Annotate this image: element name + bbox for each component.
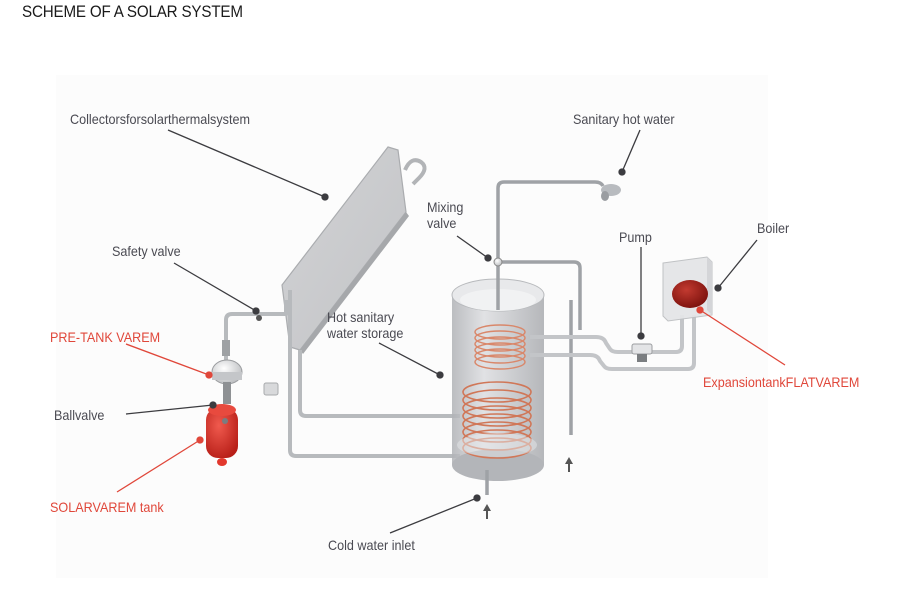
upper-copper-coil (474, 324, 526, 370)
label-mixing-valve-line2: valve (427, 215, 457, 231)
solarvarem-tank (206, 404, 238, 466)
pump (631, 343, 653, 362)
label-pump: Pump (619, 229, 652, 245)
collector-edge (300, 212, 409, 354)
hot-water-pipes (485, 180, 605, 495)
ball-valve-pipe (223, 382, 231, 404)
collector-loop-pipe (403, 158, 427, 186)
solar-collector (281, 146, 427, 354)
label-ballvalve: Ballvalve (54, 407, 105, 423)
label-cold-water-inlet: Cold water inlet (328, 537, 415, 553)
label-solarvarem-tank: SOLARVAREM tank (50, 499, 164, 515)
label-safety-valve: Safety valve (112, 243, 181, 259)
leader-lines-red (116, 306, 786, 493)
boiler (662, 256, 713, 322)
label-collectors: Collectorsforsolarthermalsystem (70, 111, 250, 127)
flow-arrow-up-icon (565, 457, 573, 472)
boiler-pipes (530, 315, 696, 371)
leader-lines-dark (125, 129, 758, 534)
hot-water-storage (451, 278, 545, 481)
collector-sensor-fitting (263, 382, 279, 396)
shower-head (601, 184, 621, 201)
label-pre-tank: PRE-TANK VAREM (50, 329, 161, 345)
expansion-tank (672, 280, 708, 308)
label-sanitary-hot-water: Sanitary hot water (573, 111, 675, 127)
safety-valve (256, 315, 262, 321)
page-title: SCHEME OF A SOLAR SYSTEM (22, 3, 243, 21)
flow-arrow-up-icon (483, 504, 491, 519)
label-mixing-valve-line1: Mixing (427, 199, 464, 215)
collector-pipes (224, 290, 460, 458)
label-expansion-tank: ExpansiontankFLATVAREM (703, 374, 860, 390)
label-hot-storage-line2: water storage (327, 325, 404, 341)
pre-tank (211, 340, 243, 385)
label-hot-storage-line1: Hot sanitary (327, 309, 395, 325)
label-boiler: Boiler (757, 220, 790, 236)
mixing-valve (493, 257, 503, 267)
